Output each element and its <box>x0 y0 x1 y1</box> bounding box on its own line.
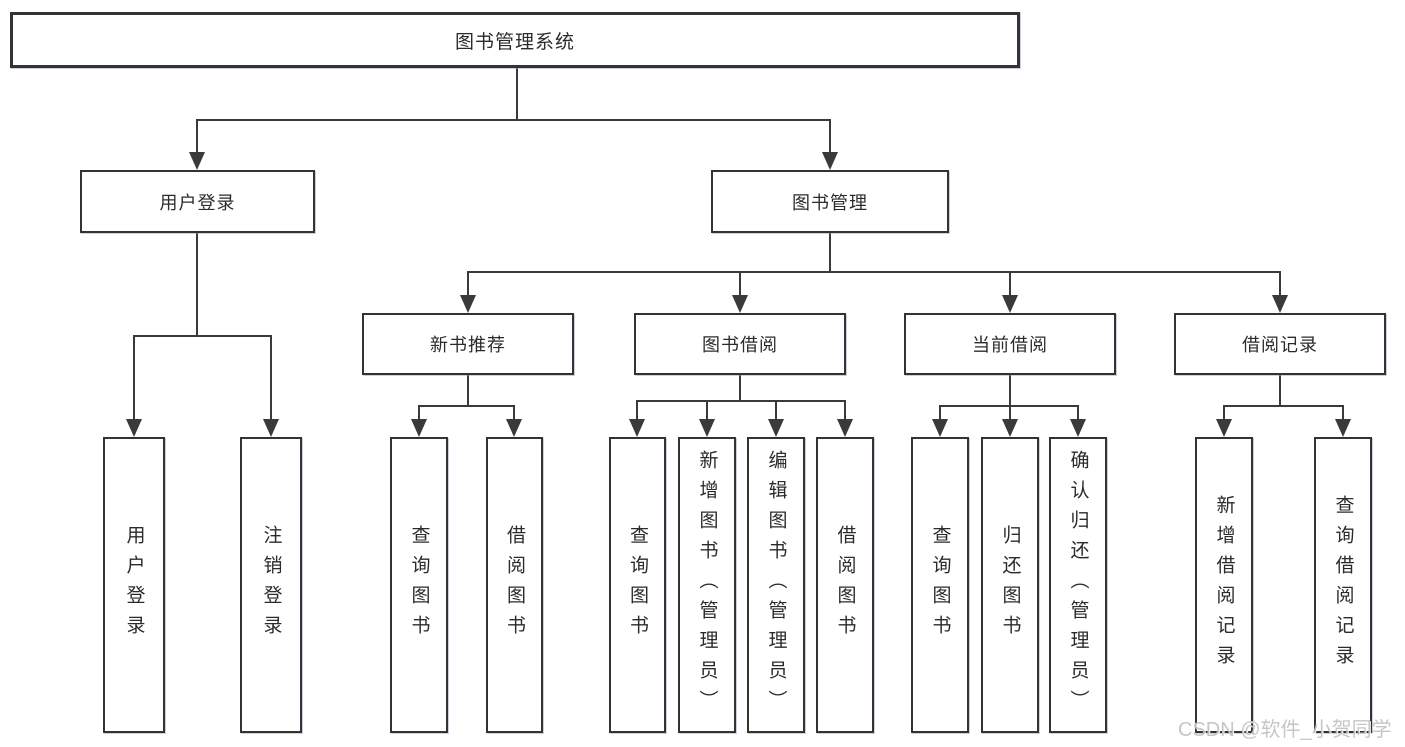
connector-line <box>196 233 198 337</box>
leaf-label: 查询图书 <box>929 525 951 645</box>
arrow-connector <box>932 405 948 437</box>
arrow-connector <box>189 119 205 170</box>
arrow-connector <box>1335 405 1351 437</box>
node-current-borrowing: 当前借阅 <box>904 313 1116 375</box>
arrow-connector <box>629 400 645 437</box>
leaf-edit-book-admin: 编辑图书（管理员） <box>747 437 805 733</box>
leaf-label: 查询借阅记录 <box>1332 495 1354 675</box>
node-book-borrowing: 图书借阅 <box>634 313 846 375</box>
leaf-query-borrow-record: 查询借阅记录 <box>1314 437 1372 733</box>
arrow-connector <box>460 271 476 313</box>
connector-line <box>418 405 515 407</box>
leaf-label: 确认归还（管理员） <box>1067 450 1089 720</box>
leaf-user-login: 用户登录 <box>103 437 165 733</box>
arrow-connector <box>1070 405 1086 437</box>
node-book-management: 图书管理 <box>711 170 949 233</box>
arrow-connector <box>1272 271 1288 313</box>
connector-line <box>467 375 469 407</box>
connector-line <box>467 271 1281 273</box>
connector-line <box>1279 375 1281 407</box>
leaf-label: 借阅图书 <box>834 525 856 645</box>
leaf-label: 新增借阅记录 <box>1213 495 1235 675</box>
leaf-query-books-current: 查询图书 <box>911 437 969 733</box>
connector-line <box>636 400 846 402</box>
arrow-connector <box>263 335 279 437</box>
arrow-connector <box>506 405 522 437</box>
node-new-book-recommendation: 新书推荐 <box>362 313 574 375</box>
leaf-label: 用户登录 <box>123 525 145 645</box>
arrow-connector <box>732 271 748 313</box>
arrow-connector <box>126 335 142 437</box>
leaf-add-borrow-record: 新增借阅记录 <box>1195 437 1253 733</box>
arrow-connector <box>1002 271 1018 313</box>
leaf-label: 注销登录 <box>260 525 282 645</box>
connector-line <box>739 375 741 402</box>
arrow-connector <box>699 400 715 437</box>
leaf-label: 归还图书 <box>999 525 1021 645</box>
leaf-query-books-recommend: 查询图书 <box>390 437 448 733</box>
node-user-login: 用户登录 <box>80 170 315 233</box>
csdn-watermark: CSDN @软件_小贺同学 <box>1178 719 1392 741</box>
connector-line <box>516 68 518 121</box>
arrow-connector <box>1216 405 1232 437</box>
connector-line <box>1009 375 1011 407</box>
connector-line <box>829 233 831 273</box>
node-borrowing-records: 借阅记录 <box>1174 313 1386 375</box>
leaf-confirm-return-admin: 确认归还（管理员） <box>1049 437 1107 733</box>
leaf-return-books: 归还图书 <box>981 437 1039 733</box>
leaf-label: 借阅图书 <box>504 525 525 645</box>
connector-line <box>133 335 272 337</box>
leaf-label: 新增图书（管理员） <box>696 450 718 720</box>
arrow-connector <box>411 405 427 437</box>
leaf-borrow-books-recommend: 借阅图书 <box>486 437 543 733</box>
leaf-add-book-admin: 新增图书（管理员） <box>678 437 736 733</box>
leaf-borrow-books-borrowing: 借阅图书 <box>816 437 874 733</box>
arrow-connector <box>1002 405 1018 437</box>
connector-line <box>196 119 831 121</box>
leaf-label: 查询图书 <box>408 525 430 645</box>
leaf-label: 编辑图书（管理员） <box>765 450 787 720</box>
arrow-connector <box>768 400 784 437</box>
connector-line <box>1223 405 1344 407</box>
node-library-management-system: 图书管理系统 <box>10 12 1020 68</box>
arrow-connector <box>822 119 838 170</box>
arrow-connector <box>837 400 853 437</box>
leaf-label: 查询图书 <box>627 525 648 645</box>
leaf-query-books-borrowing: 查询图书 <box>609 437 666 733</box>
leaf-logout: 注销登录 <box>240 437 302 733</box>
